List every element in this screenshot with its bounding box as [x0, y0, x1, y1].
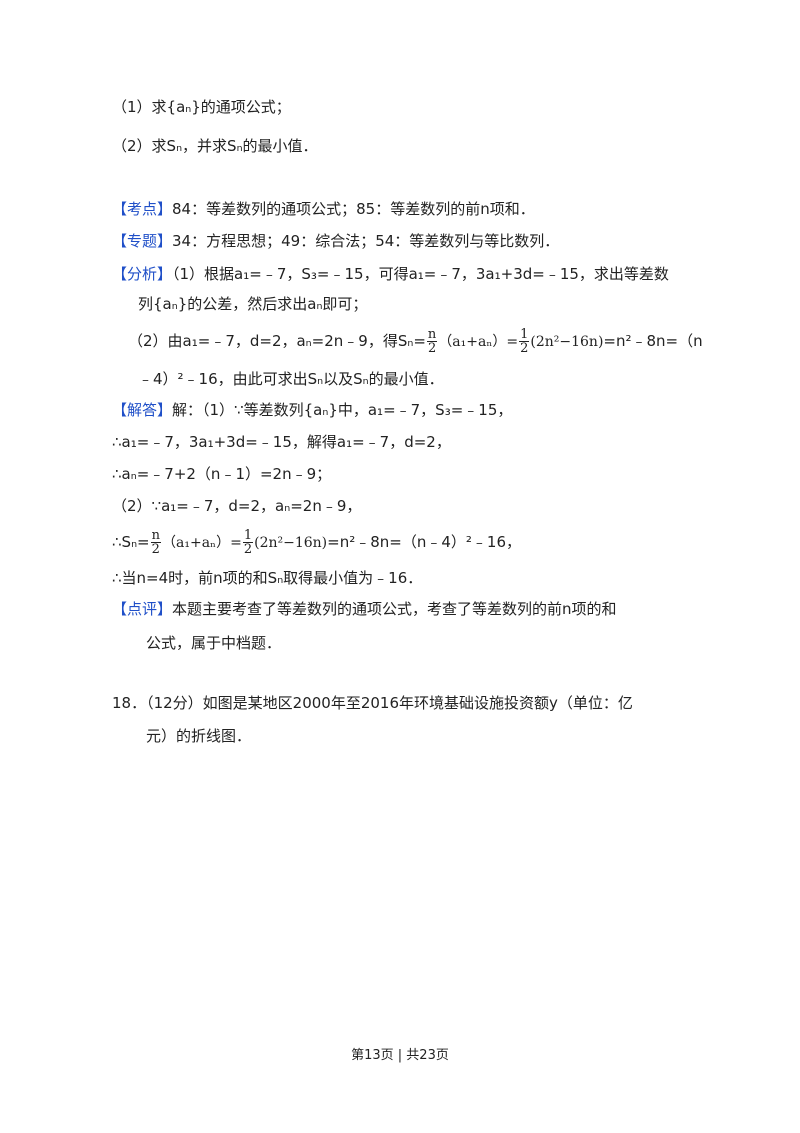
jieda-line5-pre: ∴Sₙ= [112, 533, 150, 551]
jieda-text1: 解：（1）∵等差数列{aₙ}中，a₁=﹣7，S₃=﹣15， [172, 401, 513, 419]
fenxi-line3-pre: （2）由a₁=﹣7，d=2，aₙ=2n﹣9，得Sₙ= [128, 332, 426, 350]
question18-line1: 18．（12分）如图是某地区2000年至2016年环境基础设施投资额y（单位：亿 [112, 694, 633, 712]
dianping-text1: 本题主要考查了等差数列的通项公式，考查了等差数列的前n项的和 [172, 600, 617, 618]
zhuanti-text: 34：方程思想；49：综合法；54：等差数列与等比数列． [172, 232, 560, 250]
question18-line2: 元）的折线图． [146, 727, 252, 745]
dianping-tag: 【点评】 [112, 600, 173, 618]
fenxi-text1: （1）根据a₁=﹣7，S₃=﹣15，可得a₁=﹣7，3a₁+3d=﹣15，求出等… [172, 265, 669, 283]
page-footer: 第13页 | 共23页 [351, 1048, 449, 1063]
zhuanti-tag: 【专题】 [112, 232, 173, 250]
jieda-line2: ∴a₁=﹣7，3a₁+3d=﹣15，解得a₁=﹣7，d=2， [112, 433, 451, 451]
kaodian-tag: 【考点】 [112, 200, 173, 218]
fenxi-line1: 【分析】（1）根据a₁=﹣7，S₃=﹣15，可得a₁=﹣7，3a₁+3d=﹣15… [112, 263, 669, 285]
fenxi-tag: 【分析】 [112, 265, 173, 283]
fenxi-line3-expr: (2n²−16n) [530, 334, 604, 350]
jieda-line5-expr: (2n²−16n) [254, 535, 328, 551]
jieda-line5-mid: （a₁+aₙ）= [162, 535, 242, 551]
jieda-line3: ∴aₙ=﹣7+2（n﹣1）=2n﹣9； [112, 465, 332, 483]
fenxi-line3-post: =n²﹣8n=（n [603, 332, 703, 350]
jieda-line5-post: =n²﹣8n=（n﹣4）²﹣16， [327, 533, 521, 551]
fenxi-line2: 列{aₙ}的公差，然后求出aₙ即可； [138, 295, 368, 313]
kaodian-line: 【考点】84：等差数列的通项公式；85：等差数列的前n项和． [112, 198, 535, 220]
prior-question-part1: （1）求{aₙ}的通项公式； [112, 98, 291, 116]
jieda-line4: （2）∵a₁=﹣7，d=2，aₙ=2n﹣9， [112, 497, 362, 515]
fenxi-line4: ﹣4）²﹣16，由此可求出Sₙ以及Sₙ的最小值． [138, 370, 444, 388]
jieda-tag: 【解答】 [112, 401, 173, 419]
prior-question-part2: （2）求Sₙ，并求Sₙ的最小值． [112, 137, 318, 155]
jieda-line6: ∴当n=4时，前n项的和Sₙ取得最小值为﹣16． [112, 569, 423, 587]
dianping-line2: 公式，属于中档题． [146, 634, 282, 652]
dianping-line1: 【点评】本题主要考查了等差数列的通项公式，考查了等差数列的前n项的和 [112, 598, 617, 620]
jieda-line1: 【解答】解：（1）∵等差数列{aₙ}中，a₁=﹣7，S₃=﹣15， [112, 399, 512, 421]
kaodian-text: 84：等差数列的通项公式；85：等差数列的前n项和． [172, 200, 535, 218]
fenxi-line3-mid: （a₁+aₙ）= [438, 334, 519, 350]
zhuanti-line: 【专题】34：方程思想；49：综合法；54：等差数列与等比数列． [112, 230, 559, 252]
